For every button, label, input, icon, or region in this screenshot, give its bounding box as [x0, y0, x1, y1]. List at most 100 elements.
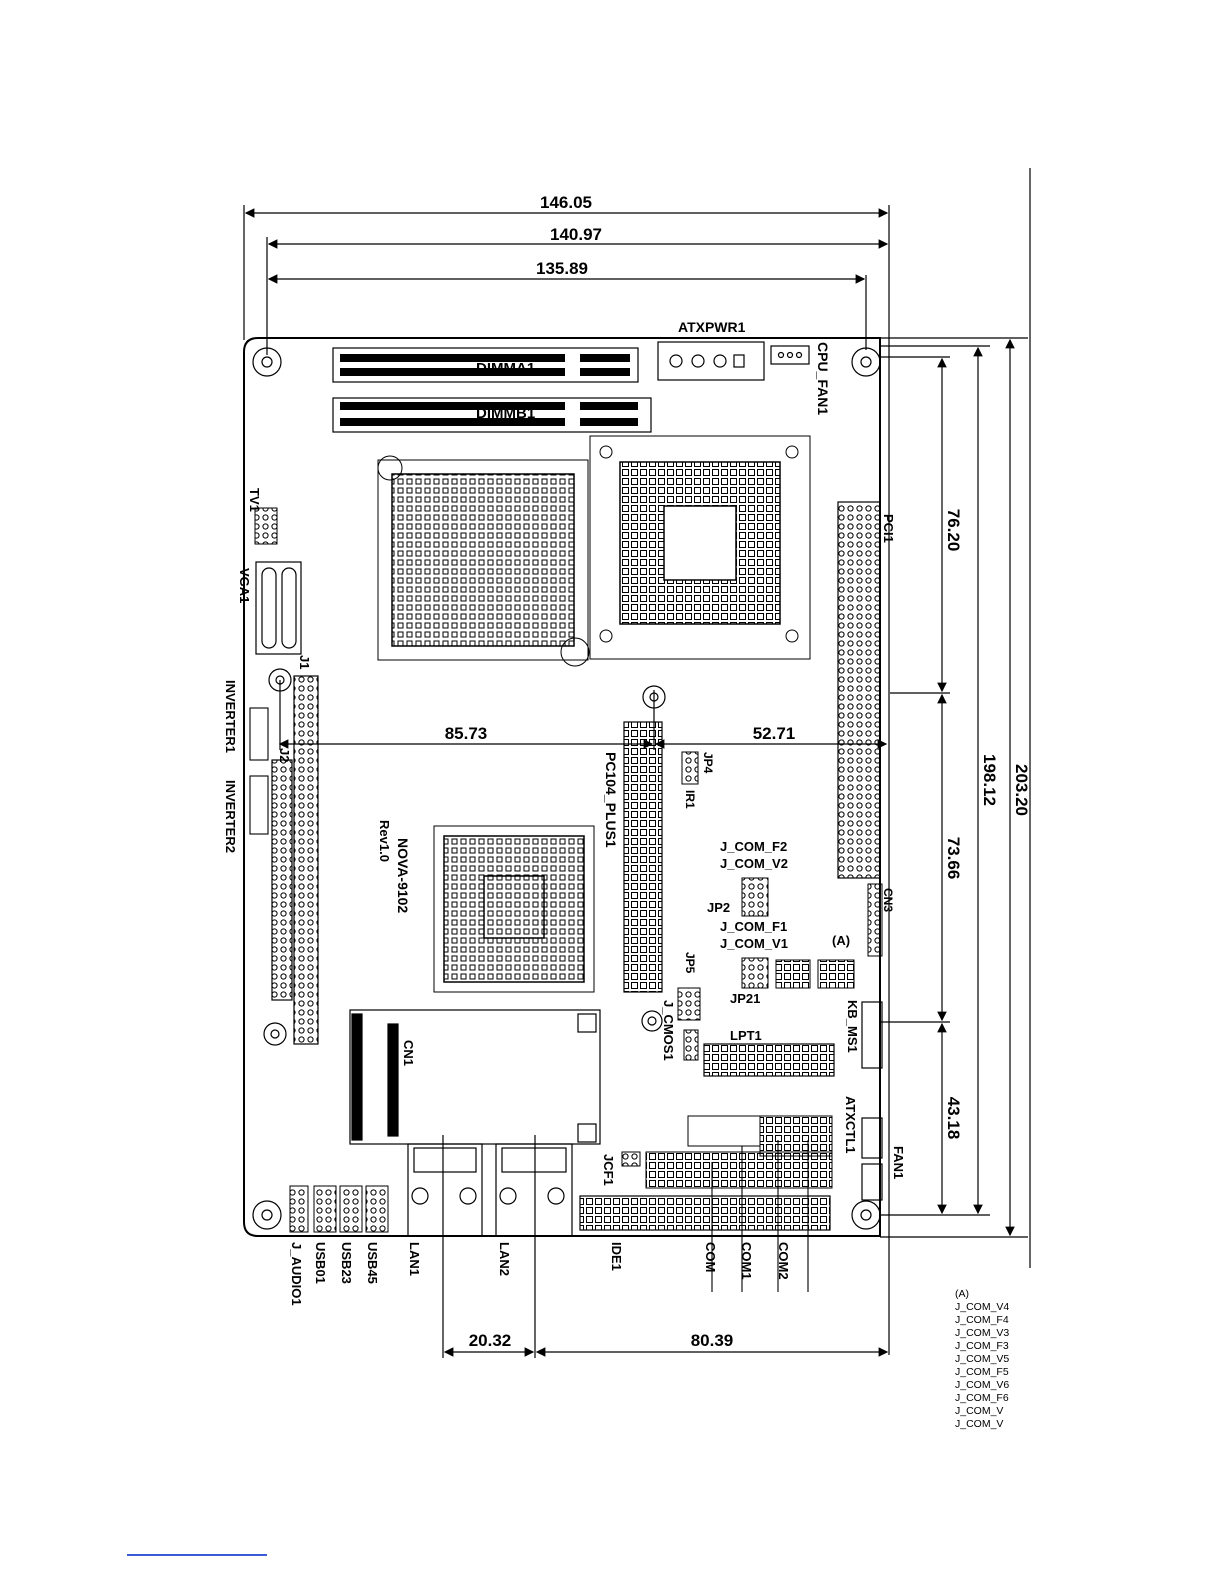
label-inverter2: INVERTER2 — [223, 780, 238, 853]
cpu-fan-header — [770, 345, 810, 365]
dim-seg-43: 43.18 — [944, 1097, 963, 1140]
label-ir1: IR1 — [683, 790, 697, 809]
label-jp21: JP21 — [730, 991, 760, 1006]
label-dimma1: DIMMA1 — [476, 360, 535, 377]
dim-bottom-80: 80.39 — [691, 1331, 734, 1350]
label-fan1: FAN1 — [891, 1146, 906, 1179]
legend-a: (A) J_COM_V4 J_COM_F4 J_COM_V3 J_COM_F3 … — [955, 1288, 1009, 1431]
lpt-connector — [703, 1043, 835, 1077]
pci-slot — [837, 501, 881, 879]
label-marker-a: (A) — [832, 933, 850, 948]
label-jp2: JP2 — [707, 900, 730, 915]
right-dimensions — [880, 168, 1031, 1268]
label-lan2: LAN2 — [497, 1242, 512, 1276]
footer-link-underline[interactable] — [127, 1554, 267, 1556]
dim-width-overall: 146.05 — [540, 193, 592, 212]
j1-header — [293, 675, 319, 1045]
label-usb45: USB45 — [365, 1242, 380, 1284]
dim-bottom-20: 20.32 — [469, 1331, 512, 1350]
legend-a-item: J_COM_V5 — [955, 1353, 1010, 1365]
legend-a-item: J_COM_F6 — [955, 1392, 1009, 1404]
dimm-slots — [332, 347, 652, 433]
dim-seg-76: 76.20 — [944, 509, 963, 552]
legend-a-item: J_COM_V4 — [955, 1301, 1010, 1313]
inverter-connectors — [249, 707, 269, 835]
legend-a-item: J_COM_V — [955, 1405, 1004, 1417]
label-j2: J2 — [277, 748, 292, 762]
vga-connector — [255, 561, 302, 655]
label-board-rev: Rev1.0 — [377, 820, 392, 862]
mounting-hole-tr — [851, 347, 881, 377]
legend-a-item: J_COM_V6 — [955, 1379, 1010, 1391]
legend-a-item: J_COM_F5 — [955, 1366, 1009, 1378]
dim-width-3: 135.89 — [536, 259, 588, 278]
board-outline — [243, 337, 881, 1237]
label-j-audio1: J_AUDIO1 — [289, 1242, 304, 1306]
legend-a-item: J_COM_V — [955, 1418, 1004, 1430]
chip-bga-south — [433, 825, 595, 993]
label-j1: J1 — [297, 655, 312, 669]
com-leaders — [711, 1140, 809, 1292]
com-jumper-bank — [741, 957, 855, 989]
label-cn1: CN1 — [401, 1040, 416, 1066]
cn3-header — [867, 883, 883, 957]
j2-header — [271, 759, 293, 1001]
label-com: COM — [703, 1242, 718, 1272]
legend-a-item: J_COM_V3 — [955, 1327, 1010, 1339]
label-board-name: NOVA-9102 — [395, 838, 411, 913]
label-j-com-f2: J_COM_F2 — [720, 839, 787, 854]
legend-a-item: J_COM_F3 — [955, 1340, 1009, 1352]
com-headers — [621, 1115, 833, 1189]
label-lpt1: LPT1 — [730, 1028, 762, 1043]
label-com1: COM1 — [739, 1242, 754, 1280]
dim-width-2: 140.97 — [550, 225, 602, 244]
tv-header — [254, 507, 278, 545]
legend-a-item: J_COM_F4 — [955, 1314, 1009, 1326]
jp5-cmos-headers — [677, 987, 701, 1061]
label-tv1: TV1 — [247, 488, 262, 512]
label-kb-ms1: KB_MS1 — [845, 1000, 860, 1053]
legend-a-title: (A) — [955, 1288, 969, 1300]
chip-bga-left — [377, 455, 590, 667]
label-cn3: CN3 — [881, 888, 895, 912]
atxctl-fan-connectors — [861, 1117, 883, 1201]
mounting-hole-br — [851, 1200, 881, 1230]
label-cpu-fan1: CPU_FAN1 — [815, 342, 831, 415]
cf-socket — [349, 1009, 601, 1145]
mounting-hole-tl — [252, 347, 282, 377]
label-jp5: JP5 — [683, 952, 697, 974]
usb-audio-headers — [289, 1185, 389, 1233]
dim-height-overall: 203.20 — [1012, 764, 1031, 816]
label-ide1: IDE1 — [609, 1242, 624, 1271]
label-lan1: LAN1 — [407, 1242, 422, 1276]
mounting-hole-bl — [252, 1200, 282, 1230]
label-dimmb1: DIMMB1 — [476, 405, 535, 422]
label-atxctl1: ATXCTL1 — [843, 1096, 858, 1154]
label-pci1: PCI1 — [881, 514, 896, 543]
pc104-header — [623, 721, 663, 993]
label-vga1: VGA1 — [237, 568, 252, 603]
dim-seg-73: 73.66 — [944, 837, 963, 880]
top-dimensions — [243, 205, 890, 1355]
label-j-com-f1: J_COM_F1 — [720, 919, 787, 934]
dim-left-85: 85.73 — [445, 724, 488, 743]
ide-connector — [579, 1195, 831, 1231]
label-j-com-v1: J_COM_V1 — [720, 936, 788, 951]
jp2-header — [741, 877, 769, 917]
label-jp4: JP4 — [701, 752, 715, 774]
label-atxpwr1: ATXPWR1 — [678, 319, 746, 335]
jp4-ir1-headers — [681, 751, 699, 785]
cpu-socket — [589, 435, 811, 660]
mounting-hole-mid — [263, 668, 666, 1046]
dim-right-52: 52.71 — [753, 724, 796, 743]
lan-connectors — [407, 1143, 573, 1237]
kb-ms-connector — [861, 1001, 883, 1069]
label-j-com-v2: J_COM_V2 — [720, 856, 788, 871]
label-usb01: USB01 — [313, 1242, 328, 1284]
atx-power-connector — [657, 341, 765, 381]
label-j-cmos1: J_CMOS1 — [661, 1000, 676, 1061]
label-usb23: USB23 — [339, 1242, 354, 1284]
label-inverter1: INVERTER1 — [223, 680, 238, 753]
dim-height-2: 198.12 — [980, 754, 999, 806]
